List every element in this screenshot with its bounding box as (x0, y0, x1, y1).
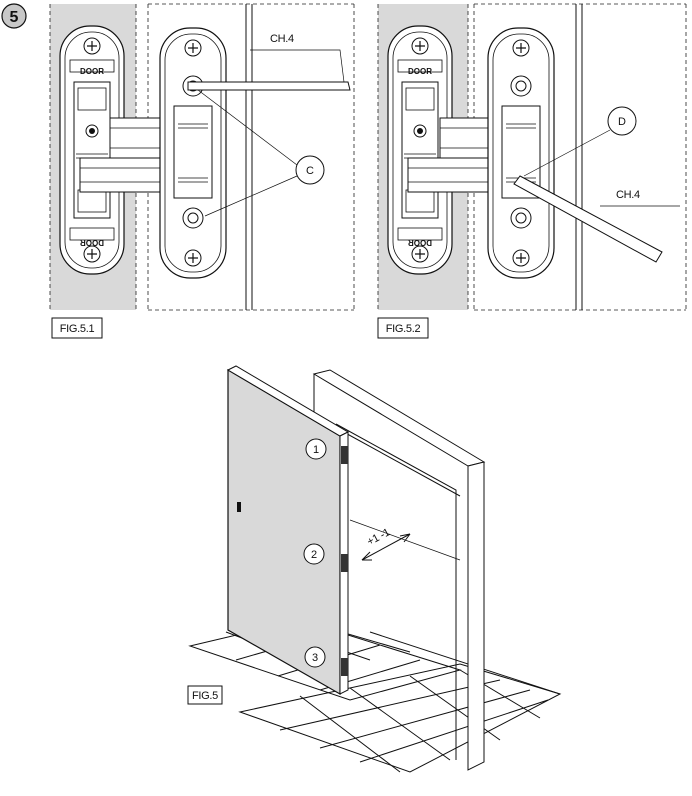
caption-box (187, 685, 223, 705)
callout-letter-c: C (306, 165, 314, 177)
hinge-marker-1: 1 (305, 438, 327, 460)
door-handle-slot (237, 502, 241, 512)
caption-box (51, 317, 103, 339)
frame-hinge-body (159, 27, 227, 279)
hex-key-tool (513, 175, 680, 263)
floor-tiles (188, 619, 562, 773)
door-label-bottom: DOOR (80, 238, 104, 247)
caption-fig-5-2: FIG.5.2 (386, 323, 421, 335)
hex-key-tool (187, 49, 351, 91)
hinge-number-1: 1 (313, 444, 319, 456)
callout-letter-d: D (618, 116, 626, 128)
figure-5: 1 2 3 +1 -1 FIG.5 (187, 365, 562, 773)
hinge-number-3: 3 (312, 652, 318, 664)
adjustment-arrow: +1 -1 (361, 526, 411, 561)
callout-circle-d (607, 106, 637, 136)
caption-fig-5: FIG.5 (192, 690, 218, 702)
hinge-middle (341, 554, 348, 572)
step-number: 5 (10, 9, 19, 26)
hinge-marker-2: 2 (303, 543, 325, 565)
hinge-marker-3: 3 (304, 646, 326, 668)
caption-fig-5-1: FIG.5.1 (60, 323, 95, 335)
door-frame (312, 369, 486, 771)
hinge-number-2: 2 (311, 549, 317, 561)
door-label-bottom: DOOR (408, 238, 432, 247)
figure-5-1: DOOR DOOR CH.4 C FIG.5.1 (49, 3, 355, 339)
hinge-top (341, 446, 348, 464)
caption-box (377, 317, 429, 339)
door-label-top: DOOR (80, 67, 104, 76)
step-badge: 5 (1, 3, 27, 29)
callout-circle-c (295, 155, 325, 185)
tool-label-ch4: CH.4 (616, 189, 640, 201)
frame-hinge-body (487, 27, 555, 279)
adjust-label: +1 -1 (365, 526, 392, 548)
door-leaf (226, 365, 350, 696)
door-label-top: DOOR (408, 67, 432, 76)
tool-label-ch4: CH.4 (270, 33, 294, 45)
hinge-bottom (341, 658, 348, 676)
figure-5-2: DOOR DOOR CH.4 D FIG.5.2 (377, 3, 687, 339)
